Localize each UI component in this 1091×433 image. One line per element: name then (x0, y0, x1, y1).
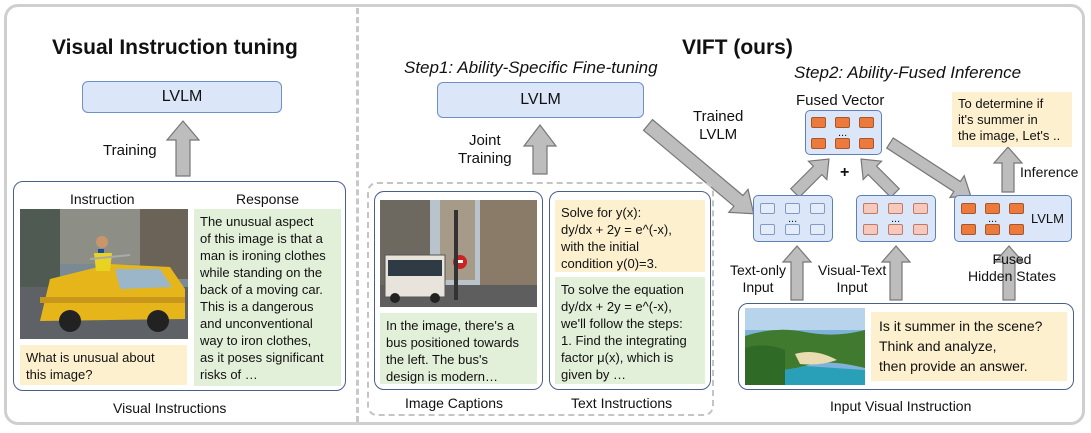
response-header: Response (236, 191, 300, 207)
fused-hidden-cell (985, 224, 1000, 235)
trained-lvlm-label: Trained LVLM (693, 108, 744, 143)
trained-lvlm-arrow (642, 118, 755, 215)
fused-vector-cell (835, 117, 850, 128)
text-instructions-label: Text Instructions (571, 395, 673, 411)
input-question-text: Is it summer in the scene? Think and ana… (871, 312, 1067, 381)
visual-text-input-label: Visual-Text Input (818, 262, 887, 295)
visual-text-cell (913, 203, 928, 214)
fused-vector-box: ... (805, 110, 882, 155)
training-data-panel (367, 182, 714, 416)
visual-instructions-label: Visual Instructions (113, 400, 227, 416)
beach-scene-photo (745, 308, 865, 385)
lvlm-box-left: LVLM (82, 81, 282, 113)
visual-text-vector-box: ... (856, 195, 936, 242)
inference-arrow (992, 146, 1024, 193)
text-instruction-answer: To solve the equation dy/dx + 2y = e^(-x… (555, 277, 705, 384)
section-divider (356, 8, 359, 422)
visual-text-cell (888, 224, 903, 235)
visual-text-cell (913, 224, 928, 235)
text-only-cell (760, 224, 775, 235)
fused-vector-cell (859, 138, 874, 149)
fused-vector-cell (811, 138, 826, 149)
text-only-cell (785, 224, 800, 235)
fused-hidden-cell (985, 203, 1000, 214)
city-bus-photo (380, 200, 537, 307)
hidden-input-arrow (993, 245, 1025, 301)
fused-vector-cell (811, 117, 826, 128)
text-instruction-question: Solve for y(x): dy/dx + 2y = e^(-x), wit… (555, 200, 705, 272)
fused-hidden-states-label: Fused Hidden States (968, 251, 1056, 284)
right-title: VIFT (ours) (682, 36, 793, 59)
ironing-man-taxi-photo (20, 209, 188, 339)
image-caption-text: In the image, there's a bus positioned t… (380, 313, 537, 384)
text-only-cell (810, 203, 825, 214)
left-title: Visual Instruction tuning (52, 36, 298, 59)
joint-training-arrow (522, 124, 558, 175)
output-text: To determine if it's summer in the image… (952, 92, 1072, 147)
inference-label: Inference (1020, 164, 1079, 180)
text-only-vector-box: ... (753, 195, 833, 242)
step2-label: Step2: Ability-Fused Inference (794, 63, 1022, 82)
fused-vector-cell (835, 138, 850, 149)
fused-hidden-cell (1009, 224, 1024, 235)
plus-sign: + (840, 164, 850, 181)
fused-vector-cell (859, 117, 874, 128)
fused-hidden-states-box: ... LVLM (954, 195, 1072, 242)
visual-text-cell (888, 203, 903, 214)
outer-frame (4, 4, 1085, 425)
lvlm-box-step1: LVLM (437, 82, 644, 118)
visual-text-cell (863, 203, 878, 214)
fused-vector-ellipsis: ... (838, 127, 848, 139)
image-captions-label: Image Captions (405, 395, 504, 411)
instruction-header: Instruction (70, 191, 135, 207)
text-only-cell (810, 224, 825, 235)
visual-text-ellipsis: ... (891, 213, 901, 225)
fused-hidden-cell (961, 203, 976, 214)
visual-text-input-arrow (880, 245, 912, 301)
training-arrow (165, 120, 201, 177)
training-label: Training (103, 142, 157, 159)
visual-response-text: The unusual aspect of this image is that… (194, 209, 341, 386)
text-only-input-label: Text-only Input (730, 262, 787, 295)
text-only-to-fused-arrow (789, 158, 830, 199)
joint-training-label: Joint Training (458, 132, 512, 167)
visual-text-to-fused-arrow (860, 158, 901, 199)
input-visual-instruction-label: Input Visual Instruction (830, 398, 972, 414)
fused-vector-label: Fused Vector (796, 92, 885, 109)
visual-text-cell (863, 224, 878, 235)
fused-hidden-cell (1009, 203, 1024, 214)
fused-hidden-cell (961, 224, 976, 235)
text-only-cell (760, 203, 775, 214)
step1-label: Step1: Ability-Specific Fine-tuning (404, 58, 658, 77)
text-only-cell (785, 203, 800, 214)
text-only-ellipsis: ... (788, 213, 798, 225)
visual-question-text: What is unusual about this image? (20, 345, 187, 385)
fused-hidden-lvlm-label: LVLM (1031, 211, 1064, 226)
text-only-input-arrow (781, 245, 813, 301)
fused-hidden-ellipsis: ... (988, 213, 998, 225)
